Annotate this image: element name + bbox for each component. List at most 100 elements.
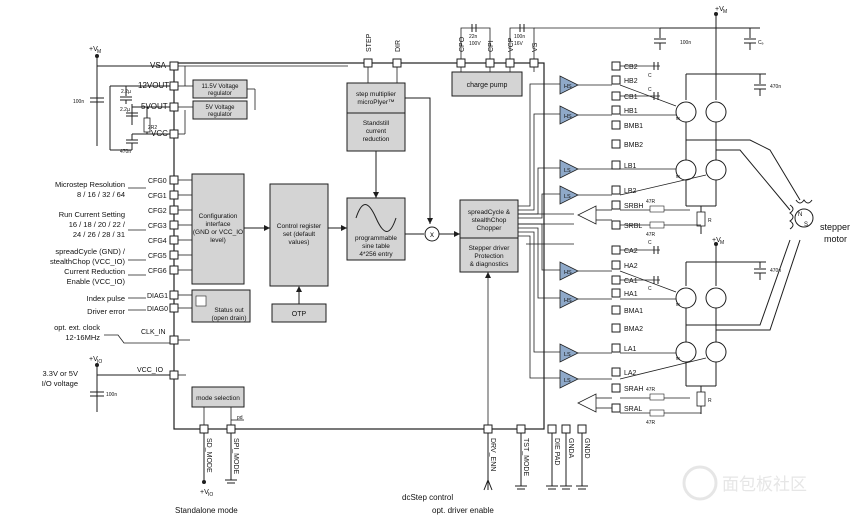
pin-bmb2-label: BMB2: [624, 142, 643, 149]
mosfet-ls-a2: [705, 341, 727, 363]
ctrl-block-line3: values): [289, 239, 310, 246]
mosfet-label-4: M: [676, 356, 680, 361]
pin-vcc-label: VCC: [151, 129, 168, 138]
status-out-block: Status out (open drain): [191, 289, 251, 323]
right-pins: CB2HB2CB1HB1BMB1BMB2LB1LB2SRBHSRBLCA2HA2…: [611, 61, 643, 413]
pin-tst-mode-label: TST_MODE: [522, 438, 529, 476]
pin-srbh-label: SRBH: [624, 203, 643, 210]
mosfet-label-1: M: [676, 116, 680, 121]
pin-cfg3-label: CFG3: [148, 223, 167, 230]
pin-vcp-label: VCP: [508, 37, 515, 52]
label-spreadcycle-line2: stealthChop (VCC_IO): [50, 257, 126, 266]
cap-boot-b1: C: [648, 87, 652, 93]
label-dcstep-control: dcStep control: [402, 493, 453, 502]
label-io-voltage-line1: 3.3V or 5V: [43, 369, 78, 378]
left-function-labels: Microstep Resolution 8 / 16 / 32 / 64 Ru…: [42, 180, 126, 388]
cap-boot-b2: C: [648, 73, 652, 79]
pin-cb1-label: CB1: [624, 94, 638, 101]
pin-hb1-label: HB1: [624, 108, 638, 115]
vm-supply-left: +V M 100n: [73, 46, 174, 146]
config-interface-block: Configuration interface (GND or VCC_IO l…: [191, 173, 245, 285]
status-out-line1: Status out: [214, 307, 243, 314]
label-current-reduction-line1: Current Reduction: [64, 267, 125, 276]
vm-mid-label: +V: [712, 237, 721, 244]
pin-hb2-label: HB2: [624, 78, 638, 85]
ctrl-block-line2: set (default: [283, 231, 315, 238]
charge-pump-label: charge pump: [467, 82, 508, 89]
ctrl-block-line1: Control register: [277, 223, 322, 230]
cap-22n: 22n: [469, 34, 478, 40]
standstill-line1: Standstill: [363, 120, 390, 127]
label-microstep-values: 8 / 16 / 32 / 64: [77, 190, 125, 199]
pulldown-label: pd: [237, 415, 243, 421]
cap-470n-bridge-a: 470n: [770, 268, 781, 274]
pin-die-pad-label: DIE PAD: [553, 438, 560, 466]
pin-bmb1-label: BMB1: [624, 123, 643, 130]
pin-5vout-label: 5VOUT: [141, 102, 168, 111]
res-47r-a: 47R: [646, 199, 656, 205]
chopper-block: spreadCycle & stealthChop Chopper: [459, 199, 519, 239]
pin-ca2-label: CA2: [624, 248, 638, 255]
pin-lb2-box: [611, 185, 621, 195]
label-io-voltage-line2: I/O voltage: [42, 379, 78, 388]
chopper-line2: stealthChop: [472, 217, 507, 224]
vm-left-sub: M: [97, 49, 101, 55]
charge-pump-pins: CPO CPI VCP VS 22n 100V 100n 16V: [456, 24, 716, 72]
multiplier-x: x: [430, 230, 434, 239]
pin-bma1-label: BMA1: [624, 308, 643, 315]
standstill-line2: current: [366, 128, 386, 135]
regulator-caps: 2.2µ 2.2µ 2R2 470n: [109, 85, 174, 155]
pin-bmb1-box: [611, 120, 621, 130]
pin-la2-box: [611, 367, 621, 377]
pin-ca2-box: [611, 245, 621, 255]
charge-pump-block: charge pump: [451, 71, 523, 97]
label-index-pulse: Index pulse: [87, 294, 125, 303]
diag-clock-io-pins: DIAG1 DIAG0 CLK_IN VCC_IO +V IO 100n: [89, 290, 190, 412]
mosfet-ls-b2: [705, 159, 727, 181]
cfg-block-line3: (GND or VCC_IO: [193, 229, 243, 236]
reg11-line1: 11.5V Voltage: [202, 84, 240, 90]
driver-hs-a2: HS: [564, 270, 572, 276]
pin-cfg1-label: CFG1: [148, 193, 167, 200]
status-out-line2: (open drain): [211, 315, 246, 322]
otp-block: OTP: [271, 303, 327, 323]
regulator-11v5-block: 11.5V Voltage regulator: [192, 79, 248, 99]
chopper-line3: Chopper: [477, 225, 503, 232]
cap-100n-io: 100n: [106, 392, 117, 398]
cap-16v: 16V: [514, 41, 524, 47]
step-multiplier-block: step multiplier microPlyer™: [346, 82, 406, 114]
multiplier-node: x: [424, 226, 440, 242]
vio-bottom-sub: IO: [208, 492, 213, 498]
pin-clkin-label: CLK_IN: [141, 329, 166, 336]
pin-la1-label: LA1: [624, 346, 637, 353]
comparator-b: [577, 205, 597, 225]
protection-block: Stepper driver Protection & diagnostics: [459, 237, 519, 273]
pin-lb1-box: [611, 160, 621, 170]
cap-100n-vm: 100n: [680, 40, 691, 46]
bottom-pins: SD_MODE SPI_MODE DRV_ENN TST_MODE DIE PA…: [199, 272, 590, 498]
pin-cfg5-label: CFG5: [148, 253, 167, 260]
cap-2u2-b: 2.2µ: [120, 107, 130, 113]
protection-line1: Stepper driver: [469, 245, 511, 252]
pin-cpi-label: CPI: [488, 40, 495, 52]
cap-2u2-a: 2.2µ: [121, 89, 131, 95]
pin-srah-box: [611, 383, 621, 393]
vm-top-label: +V: [715, 6, 724, 13]
protection-line3: & diagnostics: [470, 261, 509, 268]
pin-bmb2-box: [611, 139, 621, 149]
cap-boot-a2: C: [648, 240, 652, 246]
driver-hs-b2: HS: [564, 84, 572, 90]
pin-cfg0-label: CFG0: [148, 178, 167, 185]
pin-lb2-label: LB2: [624, 188, 637, 195]
standstill-line3: reduction: [363, 136, 390, 143]
mode-selection-block: mode selection: [191, 386, 245, 408]
cfg-block-line4: level): [210, 237, 226, 244]
comparator-a: [577, 393, 597, 413]
vm-mid-sub: M: [720, 240, 724, 246]
label-run-current-title: Run Current Setting: [59, 210, 125, 219]
pin-lb1-label: LB1: [624, 163, 637, 170]
sine-table-block: programmable sine table 4*256 entry: [346, 197, 406, 261]
sense-resistor-a: R: [708, 398, 712, 404]
